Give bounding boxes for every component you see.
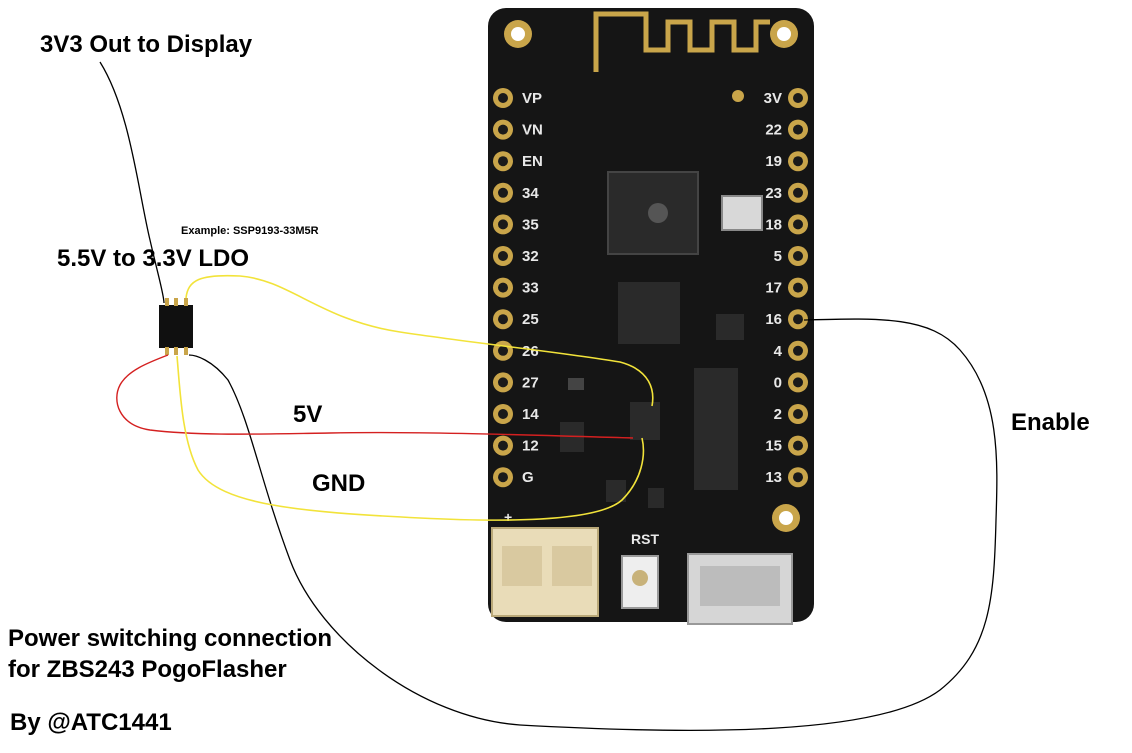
label-ldo-title: 5.5V to 3.3V LDO bbox=[57, 245, 250, 272]
ldo-chip bbox=[159, 298, 193, 355]
left-pin-label: G bbox=[522, 469, 534, 486]
right-pin-label: 0 bbox=[774, 374, 782, 391]
flash-chip bbox=[618, 282, 680, 344]
left-pin-label: 33 bbox=[522, 280, 539, 297]
wire-gnd bbox=[176, 355, 645, 521]
right-pin-label: 15 bbox=[765, 438, 782, 455]
left-pin-label: EN bbox=[522, 153, 543, 170]
right-pin-label: 2 bbox=[774, 406, 782, 423]
label-wire-gnd: GND bbox=[312, 470, 366, 497]
esp32-chip bbox=[607, 171, 699, 255]
label-3v3-output: 3V3 Out to Display bbox=[40, 31, 253, 58]
left-pin-label: 26 bbox=[522, 343, 539, 360]
label-wire-enable: Enable bbox=[1011, 409, 1090, 436]
left-pin-label: 32 bbox=[522, 248, 539, 265]
battery-plus-label: + bbox=[504, 509, 512, 525]
right-pin-label: 3V bbox=[764, 90, 782, 107]
left-pin-label: 25 bbox=[522, 311, 539, 328]
right-pin-label: 16 bbox=[765, 311, 782, 328]
right-pin-label: 19 bbox=[765, 153, 782, 170]
author-credit: By @ATC1441 bbox=[10, 709, 172, 736]
left-header-pins: VP VN EN 34 35 32 33 25 26 27 14 12G bbox=[493, 88, 543, 488]
wire-ldo-input bbox=[185, 274, 654, 407]
rst-label: RST bbox=[631, 531, 659, 547]
crystal bbox=[721, 195, 763, 231]
right-pin-label: 22 bbox=[765, 122, 782, 139]
title-line-2: for ZBS243 PogoFlasher bbox=[8, 656, 287, 683]
left-pin-label: 34 bbox=[522, 185, 539, 202]
right-pin-label: 4 bbox=[774, 343, 783, 360]
right-pin-label: 5 bbox=[774, 248, 782, 265]
antenna-trace bbox=[593, 11, 770, 72]
wire-enable bbox=[188, 318, 998, 732]
right-pin-label: 13 bbox=[765, 469, 782, 486]
right-pin-label: 23 bbox=[765, 185, 782, 202]
left-pin-label: 35 bbox=[522, 216, 539, 233]
left-pin-label: 12 bbox=[522, 438, 539, 455]
left-pin-label: VP bbox=[522, 90, 542, 107]
usb-serial-chip bbox=[694, 368, 738, 490]
wire-3v3-output bbox=[99, 61, 165, 304]
wire-5v bbox=[116, 354, 634, 439]
left-pin-label: VN bbox=[522, 122, 543, 139]
label-wire-5v: 5V bbox=[293, 401, 323, 428]
left-pin-label: 14 bbox=[522, 406, 539, 423]
title-line-1: Power switching connection bbox=[8, 625, 333, 652]
right-pin-label: 17 bbox=[765, 280, 782, 297]
right-pin-label: 18 bbox=[765, 216, 782, 233]
label-ldo-example: Example: SSP9193-33M5R bbox=[181, 225, 319, 237]
left-pin-label: 27 bbox=[522, 374, 539, 391]
right-header-pins: 3V 22 19 23 18 5 17 16 4 0 2 15 13 bbox=[764, 88, 808, 488]
